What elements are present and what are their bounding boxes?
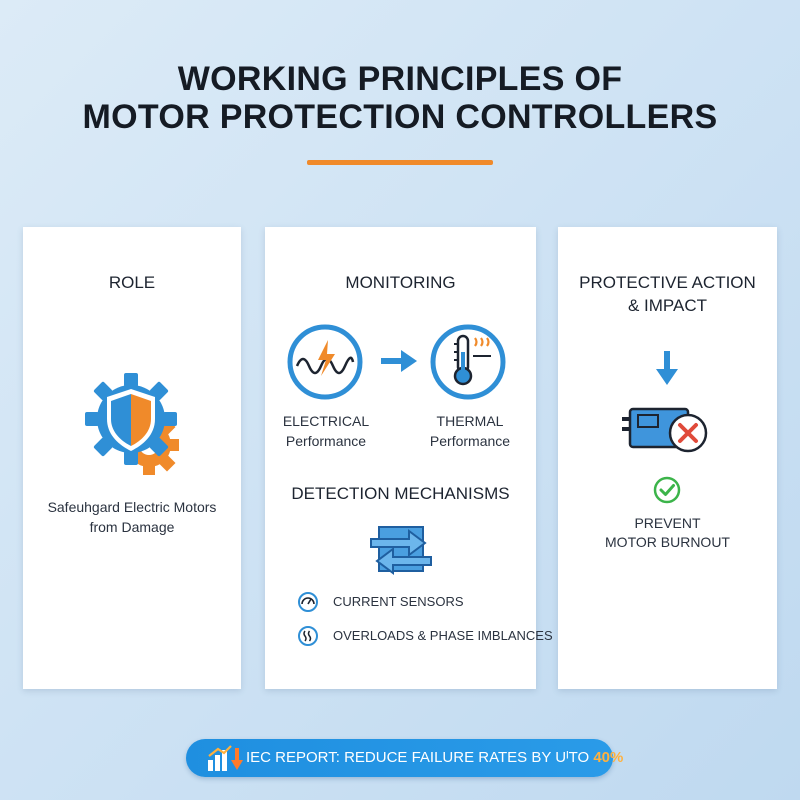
thermal-label: THERMAL Performance [417, 411, 523, 451]
title-line-1: WORKING PRINCIPLES OF [177, 60, 623, 98]
role-caption-line-1: Safeuhgard Electric Motors [47, 499, 217, 515]
footer-main-text: IEC REPORT: REDUCE FAILURE RATES BY UᴵTO [246, 749, 590, 766]
role-heading: ROLE [108, 273, 156, 292]
role-caption-line-2: from Damage [89, 519, 175, 535]
title-underline [307, 160, 493, 165]
thermal-label-line-1: THERMAL [436, 413, 504, 429]
detection-item-label: OVERLOADS & PHASE IMBLANCES [333, 628, 553, 643]
action-heading-line-1: PROTECTIVE ACTION [579, 273, 756, 292]
page-title: WORKING PRINCIPLES OF MOTOR PROTECTION C… [0, 60, 800, 136]
motor-stop-icon [622, 407, 708, 453]
exchange-arrows-icon [370, 526, 432, 575]
protective-action-card: PROTECTIVE ACTION & IMPACT PREVENT MOTOR… [558, 227, 777, 689]
detection-item-label: CURRENT SENSORS [333, 594, 464, 609]
gear-shield-icon [85, 373, 179, 475]
bar-chart-down-icon [208, 745, 243, 771]
monitoring-heading: MONITORING [345, 273, 456, 292]
thermal-label-line-2: Performance [429, 433, 511, 449]
gauge-icon [298, 592, 318, 612]
heat-waves-icon [298, 626, 318, 646]
electrical-label-line-2: Performance [285, 433, 367, 449]
result-line-2: MOTOR BURNOUT [605, 534, 730, 550]
electrical-label: ELECTRICAL Performance [273, 411, 379, 451]
action-heading-line-2: & IMPACT [627, 296, 708, 315]
footer-banner: IEC REPORT: REDUCE FAILURE RATES BY UᴵTO… [186, 739, 623, 777]
title-line-2: MOTOR PROTECTION CONTROLLERS [82, 98, 718, 136]
detection-heading: DETECTION MECHANISMS [291, 484, 510, 503]
footer-highlight: 40% [593, 749, 624, 766]
arrow-right-icon [381, 350, 417, 372]
result-line-1: PREVENT [634, 515, 701, 531]
role-card: ROLE Safeuhgard [23, 227, 241, 689]
check-circle-icon [653, 476, 681, 504]
lightning-wave-icon [287, 324, 363, 400]
arrow-down-icon [656, 351, 678, 385]
monitoring-card: MONITORING ELECTRICAL Performance THERMA… [265, 227, 553, 689]
electrical-label-line-1: ELECTRICAL [282, 413, 370, 429]
footer-text: IEC REPORT: REDUCE FAILURE RATES BY UᴵTO… [246, 748, 623, 768]
thermometer-icon [430, 324, 506, 400]
